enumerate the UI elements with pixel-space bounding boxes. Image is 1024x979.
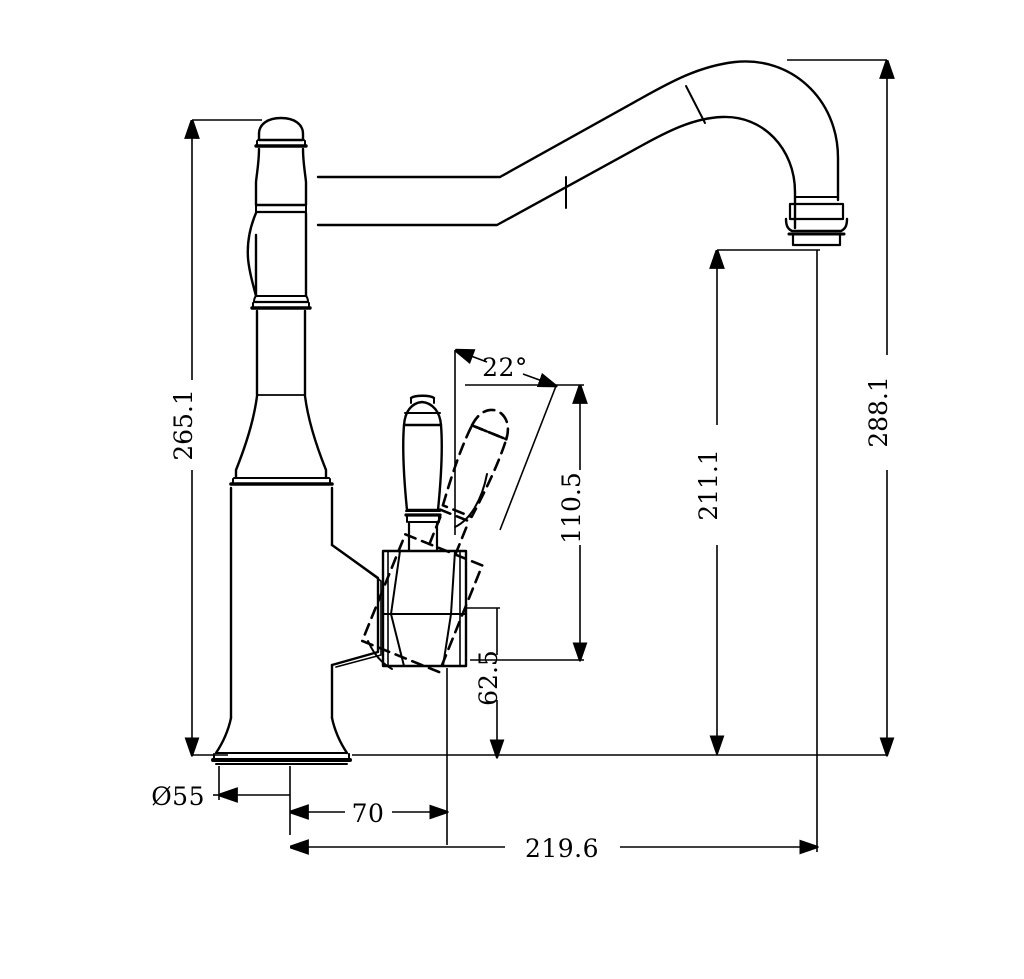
valve-ghost-rotated bbox=[360, 533, 484, 674]
dim-overall-height bbox=[192, 119, 262, 755]
handle-stem bbox=[404, 510, 442, 553]
dim-overall-reach bbox=[290, 250, 817, 852]
handle-lever bbox=[401, 394, 444, 512]
dim-label-handle-angle: 22° bbox=[482, 353, 528, 382]
column-shaft bbox=[229, 309, 334, 486]
dim-label-handle-height: 110.5 bbox=[557, 472, 586, 544]
dim-label-overall-height: 265.1 bbox=[169, 389, 198, 461]
dim-outlet-height bbox=[717, 249, 820, 753]
dimension-text-group: 265.1 288.1 211.1 110.5 62.5 Ø55 70 219.… bbox=[151, 353, 893, 863]
dim-label-handle-offset: 70 bbox=[352, 799, 385, 828]
valve-shoulder bbox=[330, 543, 382, 668]
dim-spout-total-height bbox=[352, 59, 887, 755]
dim-handle-height bbox=[465, 384, 584, 660]
handle-swivel-arc bbox=[367, 473, 488, 670]
dim-base-diameter bbox=[213, 766, 291, 835]
dim-label-overall-reach: 219.6 bbox=[525, 834, 599, 863]
dim-valve-height bbox=[466, 607, 500, 757]
column-finial bbox=[254, 116, 308, 148]
base-body bbox=[211, 486, 352, 765]
spout-swan-neck bbox=[316, 60, 840, 230]
spout-outlet bbox=[784, 196, 849, 247]
dim-handle-angle bbox=[455, 350, 556, 535]
dim-label-outlet-height: 211.1 bbox=[694, 449, 723, 521]
dimension-lines bbox=[192, 59, 887, 852]
valve-body bbox=[381, 549, 468, 668]
faucet-geometry bbox=[211, 60, 849, 765]
dim-handle-offset bbox=[290, 668, 447, 845]
dim-label-base-diameter: Ø55 bbox=[151, 782, 205, 811]
handle-ghost-rotated bbox=[428, 408, 510, 556]
column-upper-neck bbox=[254, 147, 308, 214]
dim-label-spout-total-height: 288.1 bbox=[864, 376, 893, 448]
column-bulb bbox=[246, 211, 312, 310]
dim-label-valve-height: 62.5 bbox=[474, 650, 503, 706]
